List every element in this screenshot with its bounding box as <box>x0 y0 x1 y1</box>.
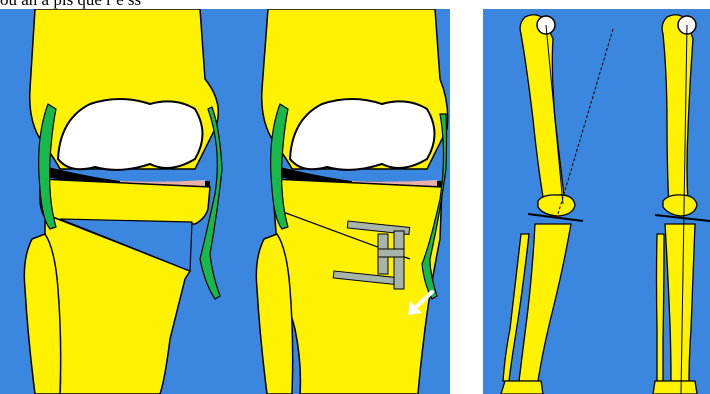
tibial-plateau-1 <box>40 179 210 224</box>
femoral-cartilage-1 <box>58 99 203 170</box>
ankle-pre <box>501 381 543 394</box>
fibula-post <box>657 234 665 381</box>
knee-after-fixation <box>256 9 447 394</box>
knee-pre <box>538 195 575 216</box>
knee-osteotomy-panel <box>0 9 450 394</box>
leg-alignment-panel <box>483 9 710 394</box>
leg-alignment-figure <box>483 9 710 394</box>
femoral-cartilage-2 <box>290 99 435 170</box>
ankle-post <box>653 381 697 394</box>
caption-fragment: ou an a pis que r e ss <box>0 0 141 9</box>
knee-osteotomy-figure <box>0 9 450 394</box>
